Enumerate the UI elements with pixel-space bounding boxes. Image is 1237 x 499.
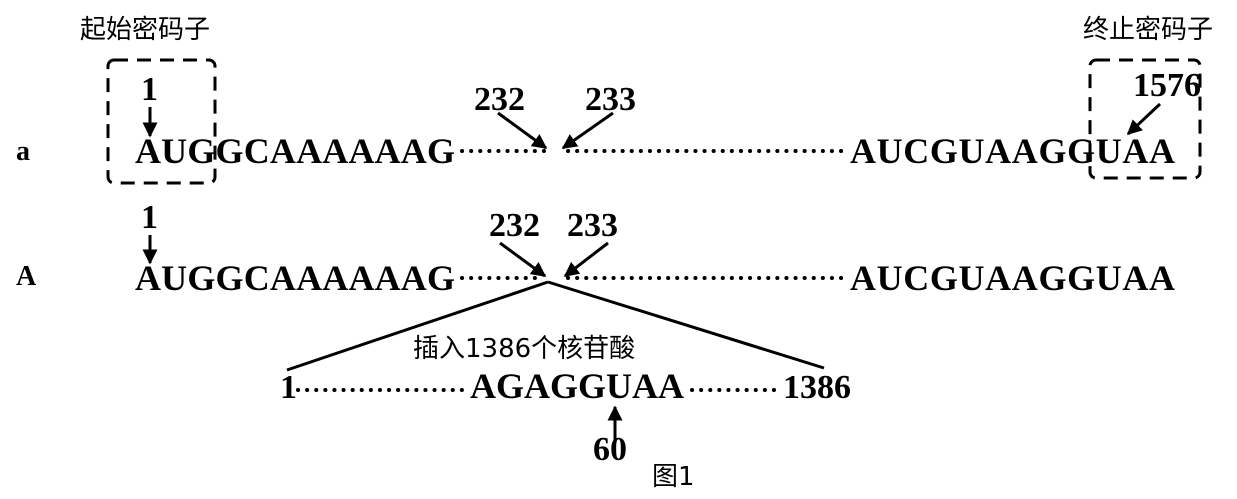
row-a-pos-233: 233 xyxy=(585,81,636,118)
row-a-pos-1576: 1576 xyxy=(1133,67,1201,104)
start-codon-label: 起始密码子 xyxy=(80,15,210,45)
insert-pos-1: 1 xyxy=(280,369,297,406)
row-a-arrow-1576 xyxy=(1126,102,1162,136)
row-a-pos-1: 1 xyxy=(141,71,158,108)
row-A-arrow-233 xyxy=(563,241,609,278)
stop-codon-box xyxy=(1088,58,1202,180)
stop-codon-label: 终止密码子 xyxy=(1083,15,1213,45)
row-A-seq-end: AUCGUAAGGUAA xyxy=(850,258,1175,298)
row-A-arrow-232 xyxy=(499,241,547,278)
insert-pos-1386: 1386 xyxy=(783,369,851,406)
row-a-arrow-233 xyxy=(561,111,614,150)
row-a-arrow-232 xyxy=(497,111,548,150)
insert-seq: AGAGGUAA xyxy=(470,366,684,406)
row-a-seq-end: AUCGUAAGGUAA xyxy=(850,131,1175,171)
row-a-seq-start: AUGGCAAAAAAG xyxy=(135,131,455,171)
insert-line-left xyxy=(286,280,549,372)
row-A-pos-1: 1 xyxy=(141,199,158,236)
figure-caption: 图1 xyxy=(652,462,695,492)
insertion-label: 插入1386个核苷酸 xyxy=(413,334,635,364)
insert-line-right xyxy=(547,280,825,370)
row-A-pos-232: 232 xyxy=(489,207,540,244)
row-a-pos-232: 232 xyxy=(474,81,525,118)
row-A-seq-start: AUGGCAAAAAAG xyxy=(135,258,455,298)
row-A-pos-233: 233 xyxy=(567,207,618,244)
start-codon-box xyxy=(106,58,217,185)
row-a-label: a xyxy=(16,136,30,167)
insert-pos-60: 60 xyxy=(593,431,627,468)
row-A-label: A xyxy=(16,261,37,292)
